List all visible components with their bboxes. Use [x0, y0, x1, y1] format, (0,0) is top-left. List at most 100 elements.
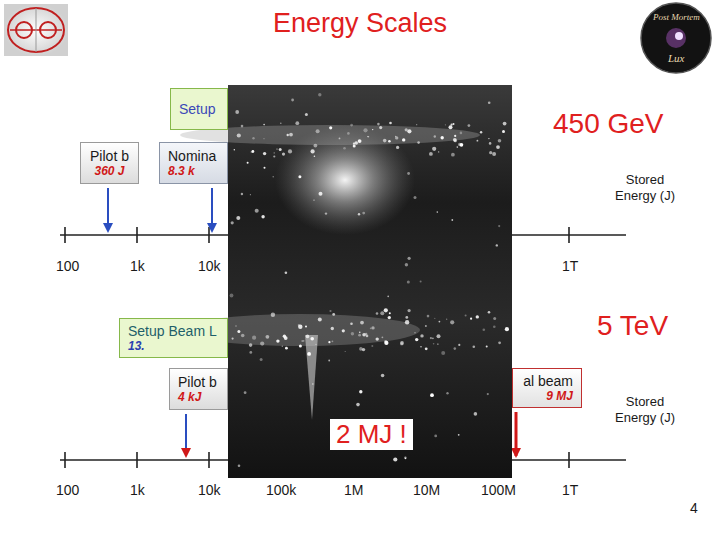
axis-tick-label: 10k	[198, 258, 221, 274]
sparkle	[362, 212, 365, 215]
sparkle	[237, 330, 240, 333]
sparkle	[430, 393, 434, 397]
sparkle	[446, 319, 447, 320]
sparkle	[492, 152, 496, 156]
sparkle	[454, 347, 457, 350]
sparkle	[483, 329, 486, 332]
sparkle	[350, 323, 353, 326]
sparkle	[279, 148, 282, 151]
axis-tick-label: 100k	[266, 482, 296, 498]
beam-box: al beam9 MJ	[512, 368, 582, 408]
sparkle	[498, 341, 501, 344]
sparkle	[328, 360, 330, 362]
sparkle	[470, 318, 472, 320]
sparkle	[453, 123, 455, 125]
sparkle	[353, 145, 356, 148]
sparkle	[370, 328, 372, 330]
sparkle	[345, 351, 346, 352]
box-heading: Nomina	[168, 148, 219, 164]
sparkle	[454, 139, 457, 142]
sparkle	[328, 341, 330, 343]
sparkle	[404, 457, 406, 459]
sparkle	[362, 348, 365, 351]
leader-arrow	[211, 188, 213, 231]
sparkle	[388, 316, 391, 319]
sparkle	[360, 321, 364, 325]
sparkle	[263, 138, 264, 139]
sparkle	[458, 344, 460, 346]
sparkle	[343, 147, 346, 150]
sparkle	[453, 138, 457, 142]
sparkle	[329, 310, 331, 312]
sparkle	[480, 131, 482, 133]
sparkle	[273, 155, 275, 157]
sparkle	[298, 175, 301, 178]
sparkle	[414, 196, 417, 199]
sparkle	[299, 344, 302, 347]
sparkle	[445, 124, 446, 125]
sparkle	[458, 143, 461, 146]
sparkle	[289, 133, 293, 137]
beam-box: Pilot b360 J	[80, 142, 139, 184]
sparkle	[241, 125, 244, 128]
beam-energy: 450 GeV	[553, 108, 664, 140]
sparkle	[446, 392, 448, 394]
axis-tick-label: 100	[56, 482, 79, 498]
sparkle	[489, 151, 492, 154]
energy-value: 9 MJ	[521, 389, 573, 403]
sparkle	[433, 343, 435, 345]
sparkle	[383, 139, 387, 143]
sparkle	[236, 216, 240, 220]
sparkle	[314, 144, 318, 148]
sparkle	[503, 122, 507, 126]
sparkle	[408, 257, 411, 260]
sparkle	[468, 124, 471, 127]
sparkle	[234, 149, 235, 150]
sparkle	[388, 140, 391, 143]
sparkle	[287, 134, 289, 136]
sparkle	[454, 135, 456, 137]
post-mortem-logo	[641, 3, 711, 73]
sparkle	[372, 129, 373, 130]
energy-value: 360 J	[89, 164, 130, 178]
sparkle	[487, 393, 489, 395]
sparkle	[241, 334, 245, 338]
sparkle	[488, 102, 491, 105]
sparkle	[295, 121, 299, 125]
sparkle	[427, 315, 430, 318]
sparkle	[496, 145, 500, 149]
sparkle	[384, 340, 387, 343]
sparkle	[252, 336, 256, 340]
sparkle	[325, 212, 327, 214]
sparkle	[493, 325, 496, 328]
sparkle	[362, 333, 366, 337]
sparkle	[358, 334, 361, 337]
sparkle	[313, 199, 315, 201]
sparkle	[311, 149, 315, 153]
sparkle	[460, 132, 463, 135]
sparkle	[473, 345, 476, 348]
sparkle	[489, 142, 492, 145]
sparkle	[498, 139, 502, 143]
sparkle	[425, 347, 428, 350]
sparkle	[263, 152, 266, 155]
axis-tick-label: 1M	[344, 482, 363, 498]
sparkle	[395, 136, 398, 139]
sparkle	[451, 124, 453, 126]
sparkle	[439, 321, 441, 323]
page-number: 4	[690, 500, 698, 516]
sparkle	[502, 130, 505, 133]
sparkle	[434, 318, 435, 319]
sparkle	[415, 338, 418, 341]
sparkle	[291, 99, 294, 102]
sparkle	[430, 337, 432, 339]
sparkle	[432, 147, 436, 151]
sparkle	[271, 313, 275, 317]
sparkle	[488, 138, 489, 139]
beam-box: Pilot b4 kJ	[169, 368, 228, 410]
beam-box: Nomina8.3 k	[159, 142, 228, 184]
sparkle	[263, 124, 265, 126]
sparkle	[434, 435, 437, 438]
sparkle	[376, 312, 379, 315]
lhc-logo	[4, 4, 68, 56]
